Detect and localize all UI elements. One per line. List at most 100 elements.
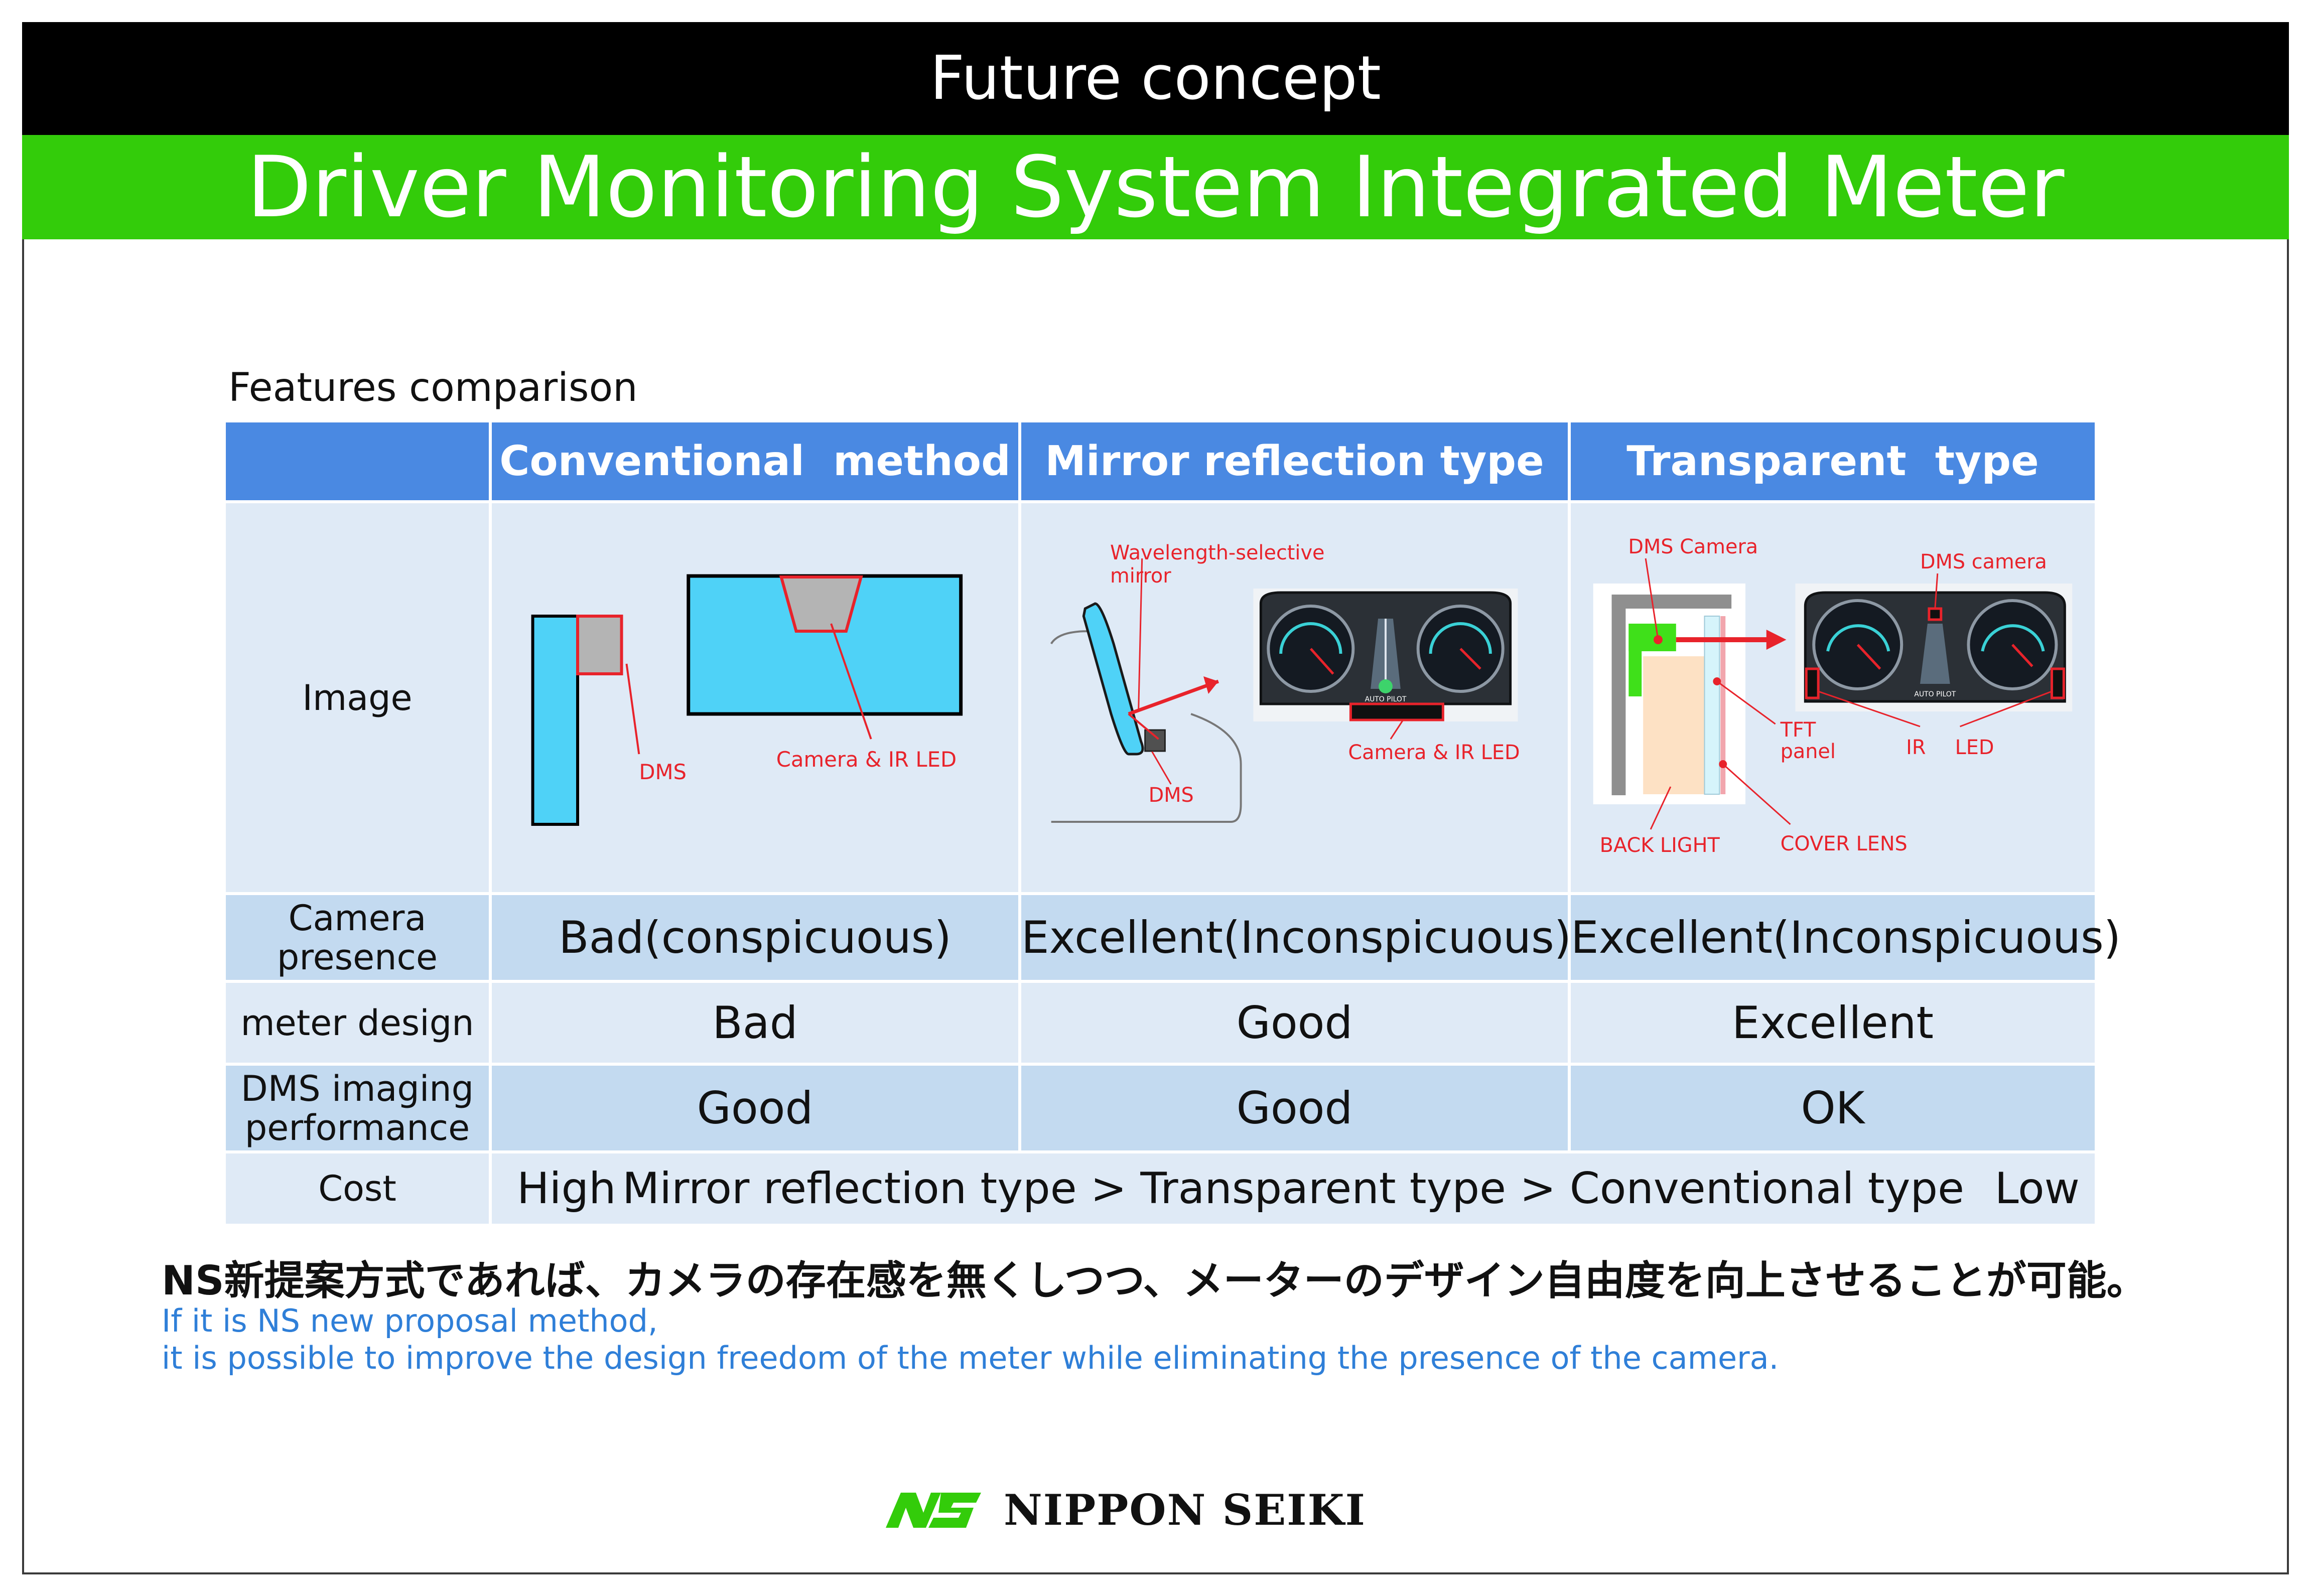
cover-lens-layer xyxy=(1720,616,1726,794)
cost-low-label: Low xyxy=(1994,1164,2080,1214)
row-label-cost: Cost xyxy=(223,1150,492,1227)
header-mirror: Mirror reflection type xyxy=(1018,419,1571,503)
cell-design-mirror: Good xyxy=(1018,980,1571,1066)
top-title-bar: Future concept xyxy=(22,22,2289,135)
conv-dms-label: DMS xyxy=(639,760,687,784)
tach-needle xyxy=(1459,648,1481,670)
dms-camera-right-leader xyxy=(1934,573,1939,609)
camera-trapezoid xyxy=(779,575,863,633)
tft-label-line2: panel xyxy=(1781,740,1836,763)
ir-leader-left xyxy=(1818,690,1921,728)
cost-order-text: Mirror reflection type > Transparent typ… xyxy=(622,1164,1964,1214)
ir-leader-right xyxy=(1960,690,2053,728)
dash-contour-top xyxy=(1050,630,1089,645)
cover-lens-label: COVER LENS xyxy=(1781,832,1908,855)
back-light-label: BACK LIGHT xyxy=(1600,834,1720,857)
header-transparent: Transparent type xyxy=(1568,419,2098,503)
top-title: Future concept xyxy=(930,44,1381,113)
rear-housing-wall xyxy=(1611,595,1626,795)
dms-camera-box xyxy=(1928,607,1943,621)
dms-leader xyxy=(625,663,640,755)
table-row-imaging: DMS imaging performance Good Good OK xyxy=(223,1063,2098,1153)
mirror-camera-label: Camera & IR LED xyxy=(1348,741,1520,764)
side-meter-shape xyxy=(531,615,580,826)
table-row-cost: Cost High Mirror reflection type > Trans… xyxy=(223,1150,2098,1227)
mirror-panel-shape xyxy=(1082,602,1144,756)
tachometer-dial xyxy=(1416,605,1505,693)
table-row-camera-presence: Camera presence Bad(conspicuous) Excelle… xyxy=(223,892,2121,983)
autopilot-icon xyxy=(1379,679,1393,693)
main-title: Driver Monitoring System Integrated Mete… xyxy=(246,138,2065,236)
camera-body xyxy=(1628,624,1676,651)
cell-imaging-transparent: OK xyxy=(1568,1063,2098,1153)
cell-imaging-conventional: Good xyxy=(489,1063,1021,1153)
header-conventional: Conventional method xyxy=(489,419,1021,503)
reflection-arrow-in xyxy=(1128,713,1159,740)
header-empty xyxy=(223,419,492,503)
tachometer-arc xyxy=(1429,622,1492,654)
sight-line-arrowhead xyxy=(1766,630,1787,650)
mirror-diagram: Wavelength-selective mirror DMS AUTO PIL… xyxy=(1018,500,1571,895)
mirror-label-line2: mirror xyxy=(1110,564,1171,588)
transparent-diagram: DMS Camera TFT panel COVER LENS BACK LIG… xyxy=(1568,500,2098,895)
tft-panel-layer xyxy=(1704,616,1720,795)
conventional-diagram-svg: DMS Camera & IR LED xyxy=(531,574,963,826)
tft-label-line1: TFT xyxy=(1780,718,1816,742)
mirror-diagram-svg: Wavelength-selective mirror DMS AUTO PIL… xyxy=(1050,541,1520,823)
speedometer-arc xyxy=(1279,622,1342,654)
led-label: LED xyxy=(1955,736,1994,759)
speed-needle xyxy=(1309,648,1334,675)
main-title-bar: Driver Monitoring System Integrated Mete… xyxy=(22,135,2289,239)
image-row: Image DMS Camera & IR LED xyxy=(223,500,2098,895)
camera-leader xyxy=(830,623,872,740)
mirror-dms-label: DMS xyxy=(1149,784,1194,807)
logo-text: NIPPON SEIKI xyxy=(1004,1485,1366,1535)
cell-design-transparent: Excellent xyxy=(1568,980,2098,1066)
reflection-arrowhead xyxy=(1203,676,1218,694)
conventional-diagram: DMS Camera & IR LED xyxy=(489,500,1021,895)
cell-cost-ranking: High Mirror reflection type > Transparen… xyxy=(489,1150,2098,1227)
ns-logo-mark: NS xyxy=(886,1492,981,1528)
dms-leader xyxy=(1151,751,1172,785)
section-label: Features comparison xyxy=(228,365,638,410)
tach-needle-2 xyxy=(2011,644,2033,667)
cost-high-label: High xyxy=(517,1164,616,1214)
company-logo: NS NIPPON SEIKI xyxy=(883,1485,1366,1535)
dms-camera-right-label: DMS camera xyxy=(1920,550,2047,573)
camera-strip xyxy=(1349,702,1444,721)
ir-led-left xyxy=(1805,667,1820,699)
ir-label: IR xyxy=(1906,736,1926,759)
cell-camera-mirror: Excellent(Inconspicuous) xyxy=(1018,892,1571,983)
reflection-arrow xyxy=(1128,679,1219,716)
note-japanese: NS新提案方式であれば、カメラの存在感を無くしつつ、メーターのデザイン自由度を向… xyxy=(162,1257,2147,1304)
back-light-layer xyxy=(1643,656,1708,794)
tft-leader xyxy=(1716,680,1776,725)
road-graphic-2 xyxy=(1920,624,1950,684)
dms-cube xyxy=(1144,729,1166,752)
note-english-line1: If it is NS new proposal method, xyxy=(162,1302,658,1339)
dash-contour-bottom xyxy=(1051,713,1242,823)
cell-camera-transparent: Excellent(Inconspicuous) xyxy=(1568,892,2121,983)
note-english-line2: it is possible to improve the design fre… xyxy=(162,1340,1779,1376)
speed-needle-2 xyxy=(1856,644,1881,670)
transparent-diagram-svg: DMS Camera TFT panel COVER LENS BACK LIG… xyxy=(1593,535,2073,857)
camera-strip-leader xyxy=(1390,719,1404,740)
row-label-meter-design: meter design xyxy=(223,980,492,1066)
cluster-mode-label-2: AUTO PILOT xyxy=(1914,690,1956,698)
row-label-imaging: DMS imaging performance xyxy=(223,1063,492,1153)
mirror-label-line1: Wavelength-selective xyxy=(1110,541,1324,564)
tachometer-arc-2 xyxy=(1981,624,2045,652)
back-light-leader xyxy=(1650,786,1672,830)
dms-camera-leader xyxy=(1645,558,1659,640)
conv-camera-label: Camera & IR LED xyxy=(776,747,957,772)
table-row-meter-design: meter design Bad Good Excellent xyxy=(223,980,2098,1066)
cover-lens-leader xyxy=(1722,763,1791,825)
cell-imaging-mirror: Good xyxy=(1018,1063,1571,1153)
cell-camera-conventional: Bad(conspicuous) xyxy=(489,892,1021,983)
mirror-leader xyxy=(1138,558,1143,709)
dms-box-side xyxy=(576,615,623,675)
comparison-table: Conventional method Mirror reflection ty… xyxy=(223,419,2121,1227)
dms-camera-left-label: DMS Camera xyxy=(1628,535,1758,558)
table-header-row: Conventional method Mirror reflection ty… xyxy=(223,419,2098,503)
cluster-mode-label: AUTO PILOT xyxy=(1365,695,1407,703)
